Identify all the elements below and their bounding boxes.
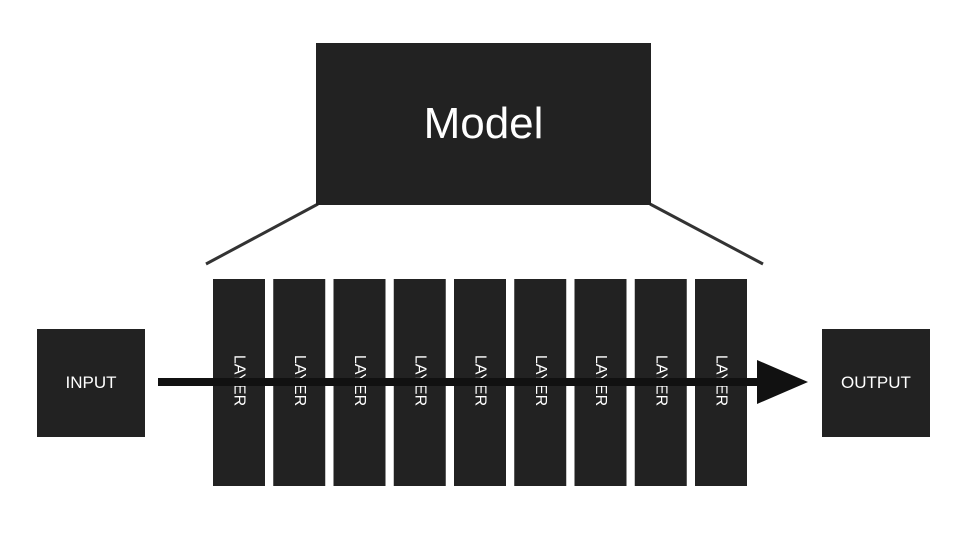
output-box: OUTPUT — [822, 329, 930, 437]
input-label: INPUT — [65, 373, 117, 392]
model-connector-left — [205, 202, 319, 266]
input-box: INPUT — [37, 329, 145, 437]
model-connector-right — [649, 202, 764, 266]
model-label: Model — [423, 99, 544, 148]
model-box: Model — [316, 43, 651, 205]
flow-arrow-head — [757, 360, 808, 404]
output-label: OUTPUT — [841, 373, 911, 392]
